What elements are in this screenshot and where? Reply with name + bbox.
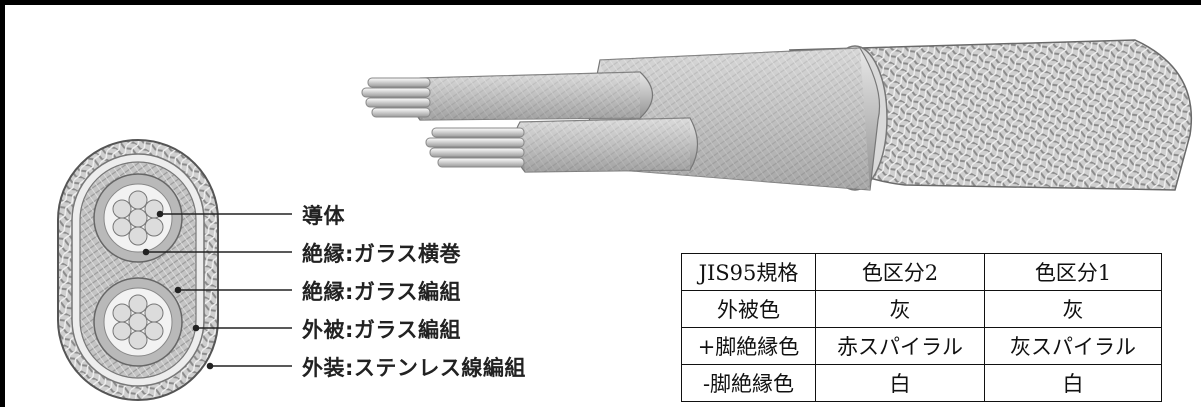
table-cell: +脚絶縁色 — [681, 327, 816, 365]
table-cell: 灰スパイラル — [984, 327, 1162, 365]
table-cell: -脚絶縁色 — [681, 364, 816, 402]
table-cell: 色区分1 — [984, 253, 1162, 291]
label-armor: 外装:ステンレス線編組 — [302, 356, 526, 380]
table-row: 外被色 灰 灰 — [681, 290, 1162, 328]
table-header-row: JIS95規格 色区分2 色区分1 — [681, 253, 1162, 291]
color-spec-table: JIS95規格 色区分2 色区分1 外被色 灰 灰 +脚絶縁色 赤スパイラル 灰… — [681, 253, 1162, 402]
cable-cross-section — [57, 139, 219, 401]
label-insulation-wrap: 絶縁:ガラス横巻 — [302, 242, 461, 266]
table-cell: JIS95規格 — [681, 253, 816, 291]
callout-lines — [142, 210, 292, 370]
label-sheath: 外被:ガラス編組 — [302, 318, 461, 342]
label-conductor: 導体 — [302, 204, 345, 228]
table-cell: 色区分2 — [815, 253, 985, 291]
table-cell: 灰 — [984, 290, 1162, 328]
table-cell: 灰 — [815, 290, 985, 328]
table-cell: 白 — [815, 364, 985, 402]
table-cell: 白 — [984, 364, 1162, 402]
table-cell: 外被色 — [681, 290, 816, 328]
cable-side-view — [361, 39, 1192, 191]
table-cell: 赤スパイラル — [815, 327, 985, 365]
table-row: +脚絶縁色 赤スパイラル 灰スパイラル — [681, 327, 1162, 365]
table-row: -脚絶縁色 白 白 — [681, 364, 1162, 402]
label-insulation-braid: 絶縁:ガラス編組 — [302, 280, 461, 304]
